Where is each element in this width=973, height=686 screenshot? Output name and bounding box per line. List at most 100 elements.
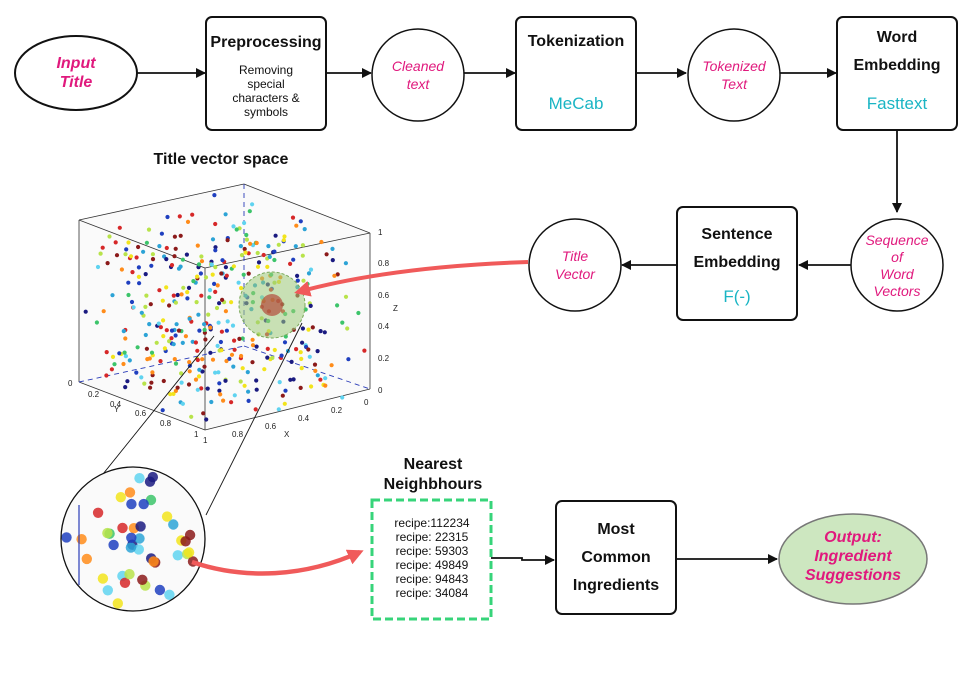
scatter-point xyxy=(136,274,141,279)
cleaned-line2: text xyxy=(407,76,431,92)
scatter-point xyxy=(346,357,351,362)
scatter-point xyxy=(202,364,207,369)
scatter-point xyxy=(240,336,245,341)
scatter-point xyxy=(193,377,199,382)
scatter-point xyxy=(177,214,182,219)
scatter-point xyxy=(136,265,141,270)
scatter-point xyxy=(186,382,192,387)
scatter-point xyxy=(213,370,218,375)
scatter-point xyxy=(195,274,200,279)
scatter-point xyxy=(219,271,224,276)
z-tick-06: 0.6 xyxy=(378,291,390,300)
z-tick-08: 0.8 xyxy=(378,259,390,268)
scatter-point xyxy=(119,267,124,272)
scatter-point xyxy=(162,346,167,351)
scatter-point xyxy=(104,373,109,378)
scatter-point xyxy=(266,244,271,249)
z-tick-02: 0.2 xyxy=(378,354,390,363)
tokenization-tool: MeCab xyxy=(549,94,604,113)
scatter-point xyxy=(164,285,169,290)
scatter-point xyxy=(206,312,211,317)
scatter-point xyxy=(125,379,130,384)
scatter-point xyxy=(161,334,166,339)
scatter-point xyxy=(123,385,128,390)
title-vector-line2: Vector xyxy=(555,266,596,282)
scatter-point xyxy=(265,264,270,269)
scatter-point xyxy=(300,326,305,331)
scatter-point xyxy=(185,290,190,295)
scatter-point xyxy=(217,388,222,393)
scatter-point xyxy=(293,244,298,249)
scatter-point xyxy=(232,393,237,398)
scatter-point xyxy=(214,305,220,311)
scatter-point xyxy=(343,294,349,299)
scatter-point xyxy=(310,325,315,330)
scatter-point xyxy=(250,202,255,207)
y-tick-0: 0 xyxy=(68,379,73,388)
scatter-point xyxy=(173,333,178,338)
scatter-point xyxy=(330,246,335,251)
scatter-point xyxy=(190,339,195,344)
scatter-point xyxy=(180,257,185,262)
scatter-point xyxy=(240,366,245,371)
scatter-point xyxy=(220,297,225,302)
scatter-point xyxy=(134,370,139,375)
scatter-point xyxy=(298,219,303,224)
scatter-point xyxy=(209,262,214,267)
most-common-line2: Common xyxy=(581,549,650,566)
scatter-point xyxy=(175,385,180,390)
scatter-point xyxy=(167,339,172,344)
scatter-point xyxy=(332,273,337,278)
scatter-point xyxy=(154,340,159,345)
scatter-point xyxy=(186,285,192,290)
scatter-point xyxy=(306,271,312,276)
scatter-point xyxy=(213,289,218,294)
word-embedding-line2: Embedding xyxy=(853,57,940,74)
scatter-point xyxy=(300,243,305,248)
sequence-line4: Vectors xyxy=(874,283,921,299)
scatter-point xyxy=(272,347,277,353)
scatter-point xyxy=(215,343,220,348)
scatter-point xyxy=(242,246,247,252)
scatter-point xyxy=(315,349,320,354)
scatter-point xyxy=(141,249,146,254)
scatter-point xyxy=(276,407,281,412)
sequence-line2: of xyxy=(891,249,905,265)
scatter-point xyxy=(242,220,247,226)
scatter-point xyxy=(212,281,217,286)
scatter-point xyxy=(239,253,245,258)
scatter-point xyxy=(298,385,303,390)
scatter-point xyxy=(171,391,176,396)
scatter-point xyxy=(164,245,169,251)
scatter-point xyxy=(256,260,262,265)
zoom-point xyxy=(102,527,113,539)
scatter-point xyxy=(185,296,190,301)
scatter-point xyxy=(113,240,118,245)
scatter-point xyxy=(248,241,253,246)
scatter-point xyxy=(245,370,250,375)
zoom-point xyxy=(184,529,196,541)
scatter-point xyxy=(174,322,179,327)
scatter-point xyxy=(276,242,281,247)
scatter-point xyxy=(210,237,216,242)
scatter-point xyxy=(149,263,154,268)
scatter-point xyxy=(254,240,259,246)
scatter-point xyxy=(172,254,177,259)
title-vector-line1: Title xyxy=(562,248,589,264)
scatter-point xyxy=(289,359,294,364)
zoom-point xyxy=(134,473,145,484)
scatter-point xyxy=(202,327,207,332)
scatter-point xyxy=(149,350,155,355)
scatter-point xyxy=(158,325,163,330)
scatter-point xyxy=(313,368,318,373)
scatter-point xyxy=(107,234,112,239)
scatter-point xyxy=(195,357,200,363)
y-tick-08: 0.8 xyxy=(160,419,172,428)
scatter-point xyxy=(101,309,106,314)
scatter-point xyxy=(178,233,183,238)
scatter-point xyxy=(267,254,272,259)
scatter-point xyxy=(231,224,236,229)
scatter-point xyxy=(216,320,221,325)
scatter-point xyxy=(216,370,221,375)
